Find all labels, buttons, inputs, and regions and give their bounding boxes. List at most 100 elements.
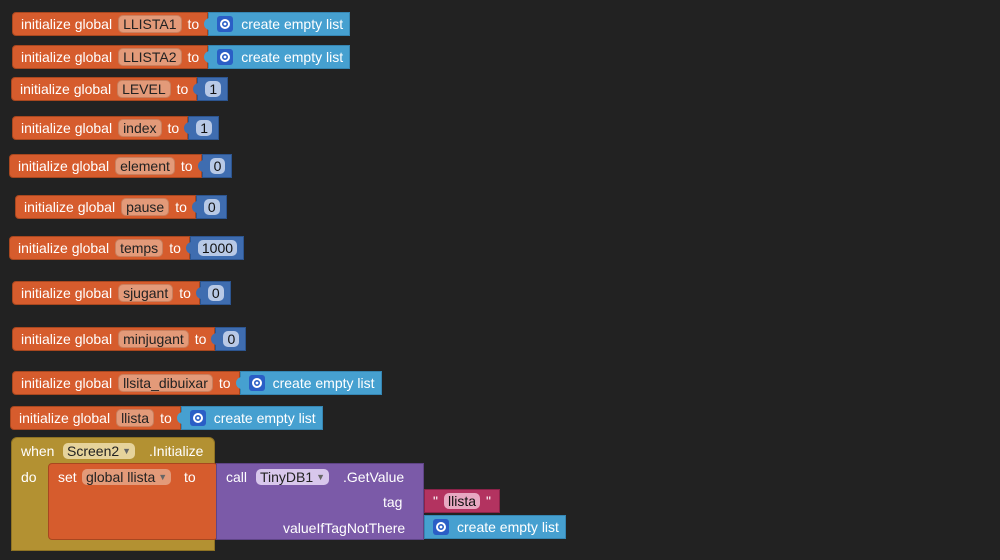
number-value-field[interactable]: 1000 [197,240,238,256]
number-block[interactable]: 1 [184,116,220,140]
block-text: initialize global [18,240,110,256]
number-block[interactable]: 0 [197,154,233,178]
quote-close: " [486,493,491,509]
init-global-index-block[interactable]: initialize global index to 1 [12,116,220,140]
variable-name-field[interactable]: LLISTA1 [118,15,182,33]
variable-name-field[interactable]: LLISTA2 [118,48,182,66]
variable-block[interactable]: initialize global sjugant to [12,281,200,305]
connector-tab [193,83,200,95]
chevron-down-icon: ▼ [158,472,168,482]
variable-block[interactable]: initialize global LEVEL to [11,77,198,101]
gear-icon[interactable] [189,410,206,426]
create-empty-list-block[interactable]: create empty list [204,45,351,69]
create-empty-list-block[interactable]: create empty list [424,515,566,539]
tinydb-getvalue-block[interactable]: call TinyDB1 ▼ .GetValue tag valueIfTagN… [216,463,424,540]
variable-name-field[interactable]: llsita_dibuixar [118,374,213,392]
block-text: create empty list [272,375,375,391]
variable-name-field[interactable]: LEVEL [117,80,171,98]
init-global-llista-block[interactable]: initialize global llista to create empty… [10,406,323,430]
variable-block[interactable]: initialize global llista to [10,406,181,430]
variable-name-field[interactable]: element [115,157,175,175]
block-text: create empty list [241,49,344,65]
component-dropdown[interactable]: Screen2 ▼ [63,443,136,459]
variable-name-field[interactable]: temps [115,239,164,257]
gear-icon[interactable] [217,16,234,32]
block-text: to [169,240,181,256]
init-global-level-block[interactable]: initialize global LEVEL to 1 [11,77,229,101]
block-text: to [187,49,200,65]
number-block[interactable]: 0 [191,195,227,219]
method-name: .GetValue [343,469,405,485]
default-empty-list-block[interactable]: create empty list [424,515,566,539]
variable-block[interactable]: initialize global temps to [9,236,190,260]
number-block[interactable]: 0 [195,281,231,305]
set-label: set [58,469,77,485]
variable-block[interactable]: initialize global element to [9,154,202,178]
create-empty-list-block[interactable]: create empty list [176,406,323,430]
gear-icon[interactable] [433,519,449,535]
number-value-field[interactable]: 0 [223,331,240,347]
init-global-llista1-block[interactable]: initialize global LLISTA1 to create empt… [12,12,351,36]
connector-tab [176,412,183,424]
connector-tab [211,333,218,345]
number-value-field[interactable]: 1 [205,81,222,97]
block-text: create empty list [213,410,316,426]
create-empty-list-block[interactable]: create empty list [235,371,382,395]
init-global-temps-block[interactable]: initialize global temps to 1000 [9,236,245,260]
init-global-llista2-block[interactable]: initialize global LLISTA2 to create empt… [12,45,351,69]
init-global-sjugant-block[interactable]: initialize global sjugant to 0 [12,281,231,305]
variable-block[interactable]: initialize global LLISTA2 to [12,45,209,69]
connector-tab [185,242,192,254]
init-global-element-block[interactable]: initialize global element to 0 [9,154,233,178]
text-value-field[interactable]: llista [443,493,480,509]
init-global-minjugant-block[interactable]: initialize global minjugant to 0 [12,327,247,351]
variable-block[interactable]: initialize global LLISTA1 to [12,12,209,36]
block-text: initialize global [21,49,113,65]
number-block[interactable]: 1 [193,77,229,101]
connector-tab [197,160,204,172]
variable-name-field[interactable]: llista [116,409,155,427]
gear-icon[interactable] [248,375,265,391]
number-block[interactable]: 1000 [185,236,245,260]
connector-tab [195,287,202,299]
variable-block[interactable]: initialize global pause to [15,195,196,219]
number-value-field[interactable]: 1 [196,120,213,136]
variable-block[interactable]: initialize global llsita_dibuixar to [12,371,240,395]
block-text: to [218,375,231,391]
connector-tab [204,18,211,30]
block-text: initialize global [21,120,113,136]
component-dropdown[interactable]: TinyDB1 ▼ [256,469,330,485]
block-text: initialize global [19,410,111,426]
variable-block[interactable]: initialize global minjugant to [12,327,216,351]
connector-tab [191,201,198,213]
variable-name-field[interactable]: pause [121,198,170,216]
init-global-llsita-dibuixar-block[interactable]: initialize global llsita_dibuixar to cre… [12,371,382,395]
number-value-field[interactable]: 0 [209,158,226,174]
variable-block[interactable]: initialize global index to [12,116,189,140]
variable-name-field[interactable]: index [118,119,162,137]
to-label: to [184,469,196,485]
variable-dropdown[interactable]: global llista ▼ [82,469,172,485]
do-label: do [21,469,37,485]
number-value-field[interactable]: 0 [203,199,220,215]
init-global-pause-block[interactable]: initialize global pause to 0 [15,195,227,219]
block-text: create empty list [457,519,559,535]
block-text: to [194,331,207,347]
number-value-field[interactable]: 0 [207,285,224,301]
text-block[interactable]: " llista " [424,489,500,513]
set-variable-block[interactable]: set global llista ▼ to [48,463,218,540]
variable-name-field[interactable]: sjugant [118,284,174,302]
create-empty-list-block[interactable]: create empty list [204,12,351,36]
variable-name: global llista [86,469,156,485]
block-text: to [160,410,172,426]
block-text: to [180,158,193,174]
chevron-down-icon: ▼ [122,446,132,456]
connector-tab [204,51,211,63]
quote-open: " [433,493,438,509]
gear-icon[interactable] [217,49,234,65]
number-block[interactable]: 0 [211,327,247,351]
block-text: initialize global [18,158,110,174]
block-text: to [175,199,187,215]
default-label: valueIfTagNotThere [283,520,406,536]
variable-name-field[interactable]: minjugant [118,330,189,348]
